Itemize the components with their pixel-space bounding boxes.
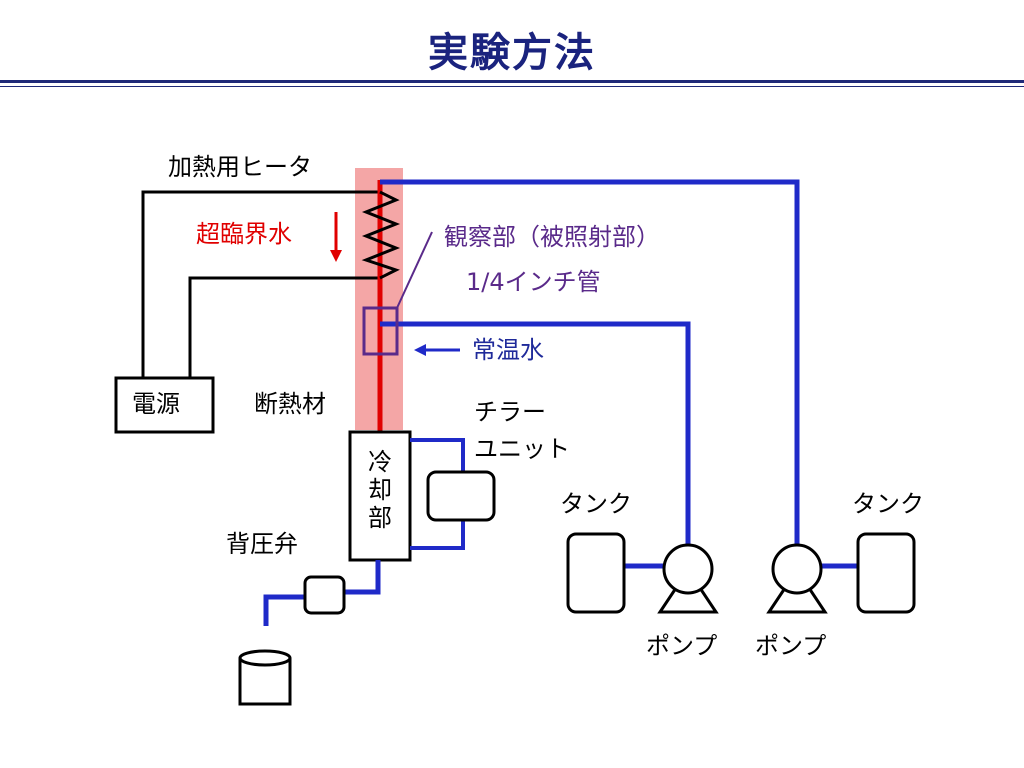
observation-label: 観察部（被照射部） <box>444 223 660 251</box>
chiller-label-1: チラー <box>474 398 546 426</box>
insulation-label: 断熱材 <box>254 390 326 418</box>
back-pressure-valve-label: 背圧弁 <box>226 530 298 558</box>
title-divider <box>0 80 1024 83</box>
cooling-char: 却 <box>368 476 392 504</box>
supercritical-arrow-head <box>330 250 342 262</box>
tank-right <box>856 532 916 614</box>
observation-pointer <box>396 231 433 309</box>
drain-container <box>238 658 292 706</box>
blue-pipe-mid <box>380 321 691 545</box>
tube-label: 1/4インチ管 <box>466 268 601 296</box>
blue-pipe-top <box>380 179 800 545</box>
pump-left <box>662 543 714 595</box>
power-supply-label: 電源 <box>132 390 180 418</box>
tank-right-label: タンク <box>852 490 924 518</box>
outlet-pipe-to-drain <box>263 594 305 626</box>
pump-right <box>771 543 823 595</box>
outlet-pipe <box>344 560 381 595</box>
cooling-char: 部 <box>368 504 392 532</box>
chiller-label-2: ユニット <box>474 435 570 463</box>
tank-left <box>566 532 626 614</box>
supercritical-water-label: 超臨界水 <box>196 220 292 248</box>
normal-water-label: 常温水 <box>472 336 544 364</box>
cooling-section-label: 冷 却 部 <box>365 448 395 532</box>
pump-right-label: ポンプ <box>755 632 827 660</box>
normal-water-arrow-head <box>414 344 426 356</box>
heater-wire-upper <box>141 190 380 378</box>
heater-label: 加熱用ヒータ <box>168 153 312 181</box>
heater-coil <box>361 190 401 280</box>
tank-left-label: タンク <box>560 490 632 518</box>
chiller-unit <box>426 470 496 522</box>
cooling-char: 冷 <box>368 448 392 476</box>
heater-wire-lower <box>188 276 380 378</box>
page-title: 実験方法 <box>428 30 596 76</box>
title-divider-thin <box>0 86 1024 87</box>
back-pressure-valve <box>303 575 346 615</box>
drain-container-rim <box>238 649 292 667</box>
power-supply-box <box>114 376 215 434</box>
observation-box <box>362 306 399 356</box>
pump-left-label: ポンプ <box>646 632 718 660</box>
